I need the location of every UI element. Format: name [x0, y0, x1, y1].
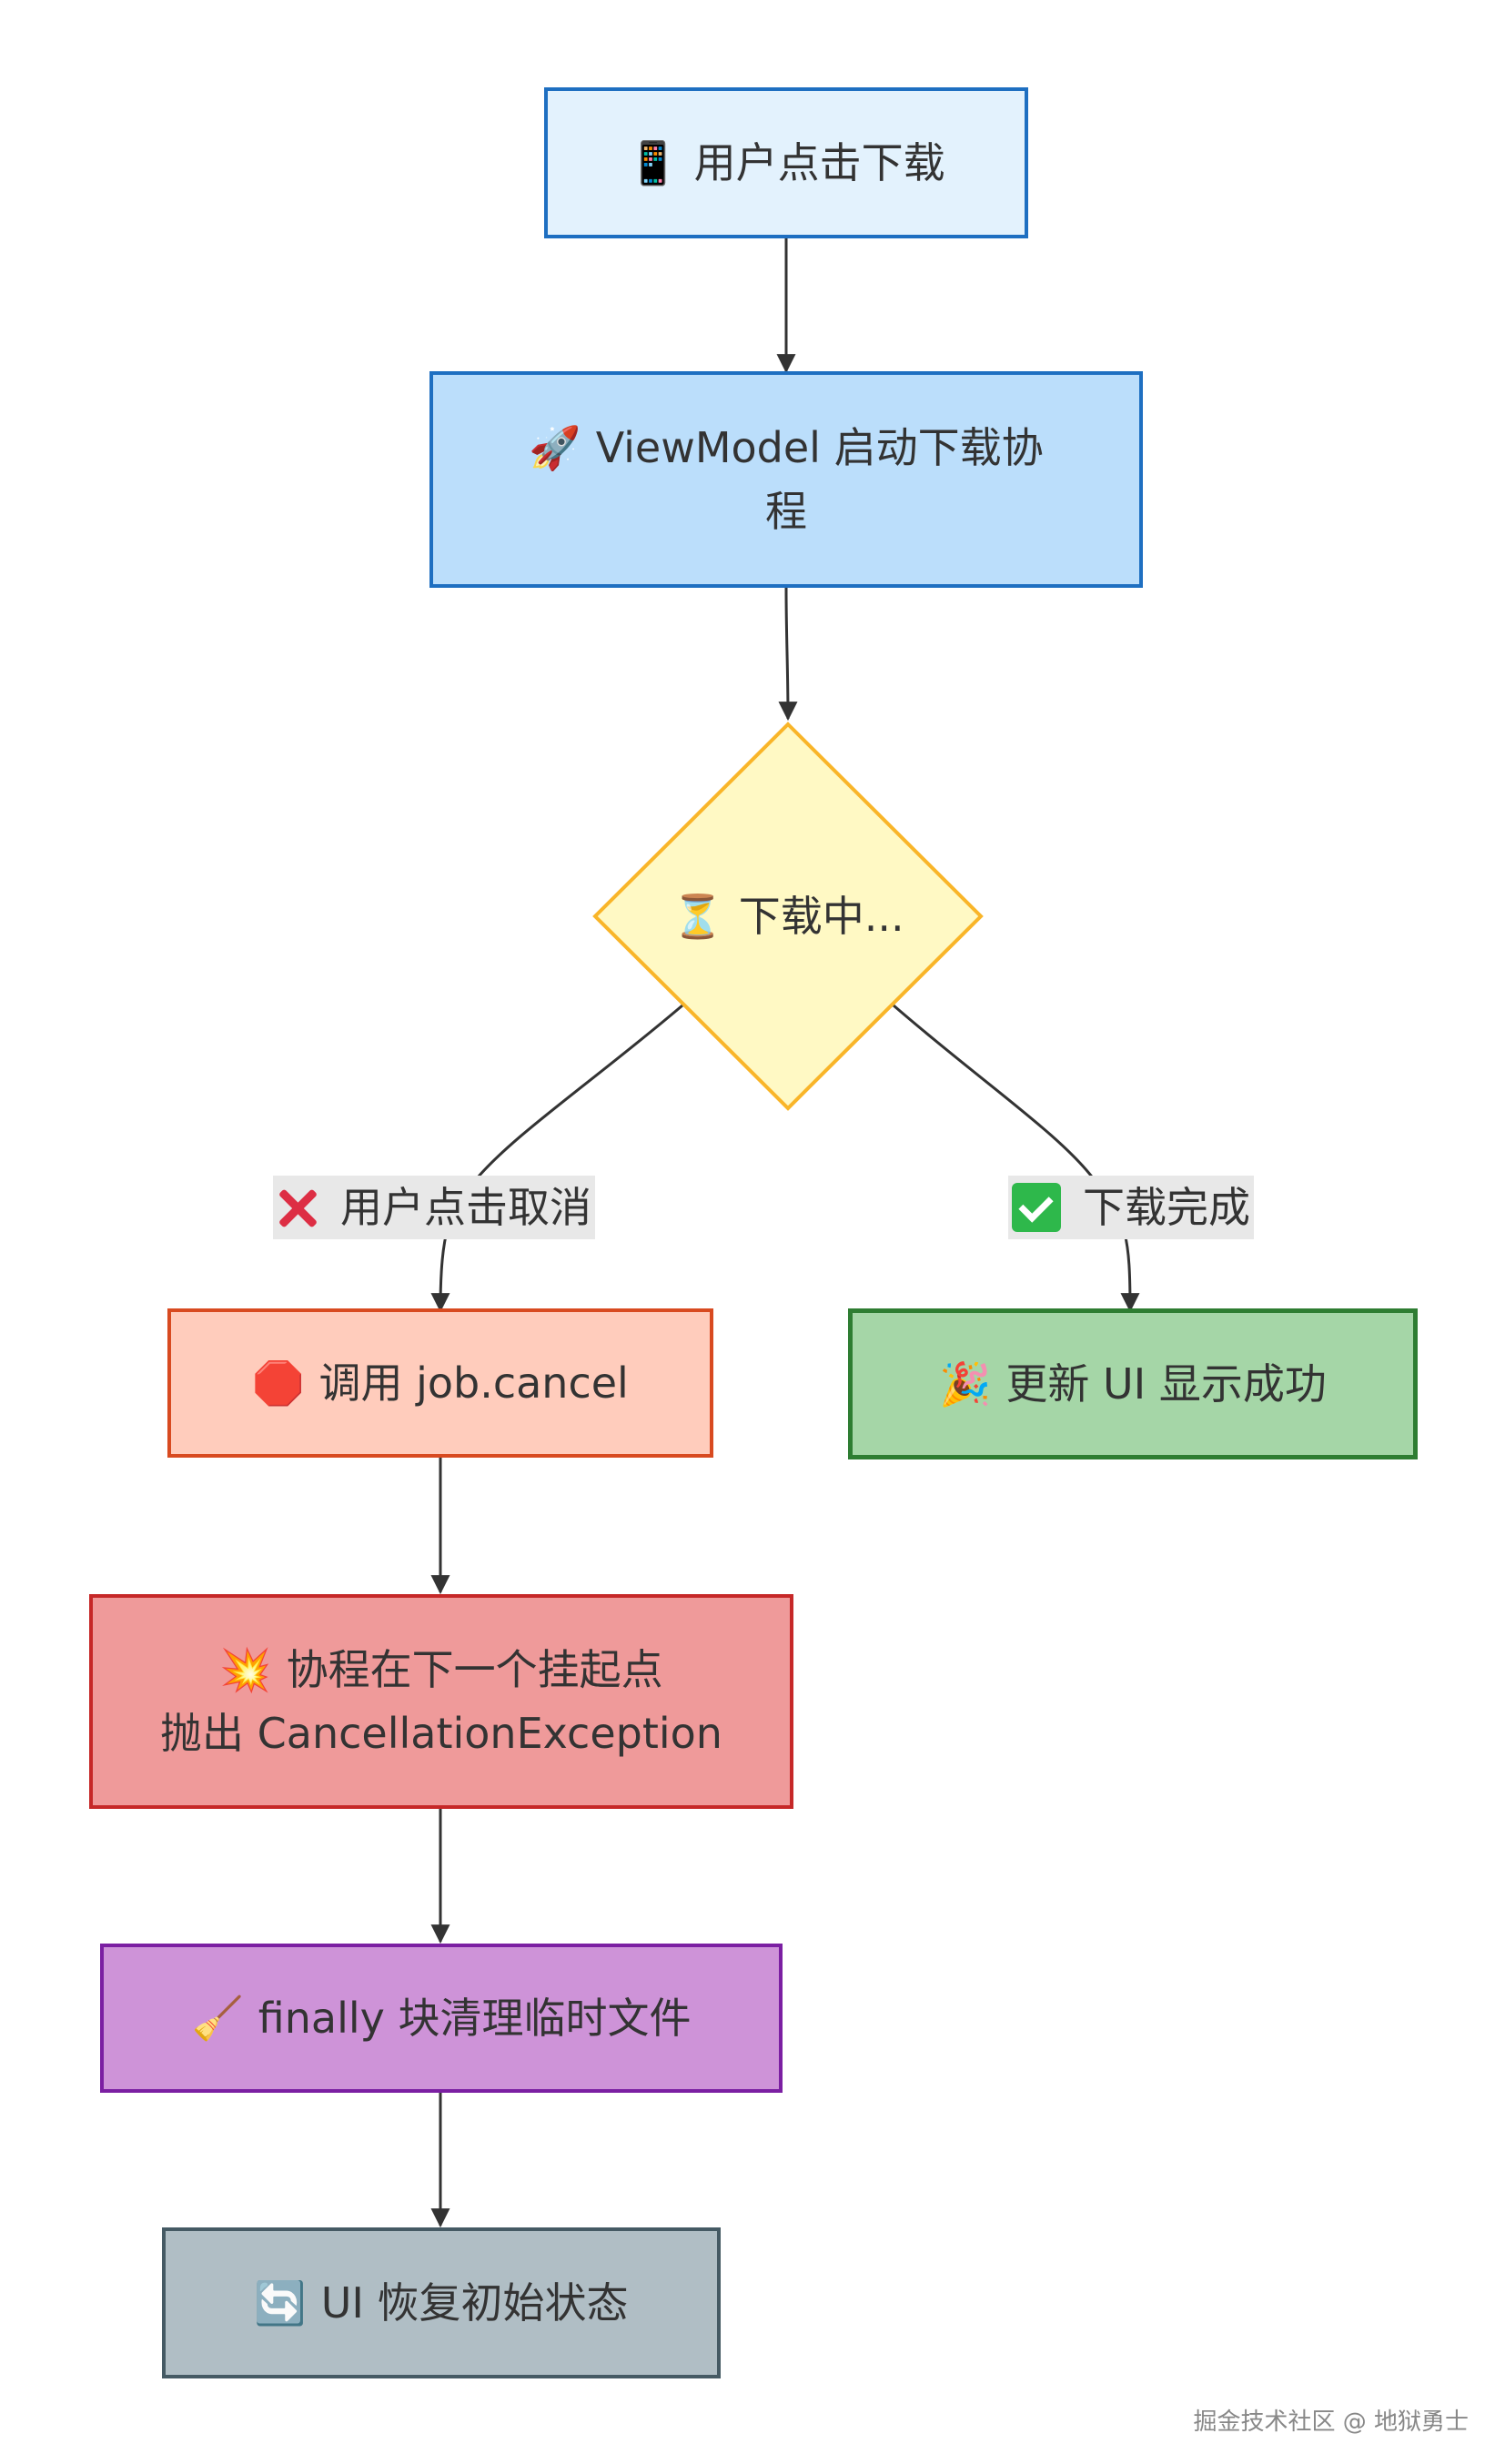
node-label-line2: 抛出 CancellationException: [160, 1709, 722, 1758]
node-label-wrap: 🚀 ViewModel 启动下载协程: [513, 416, 1059, 543]
node-label: 更新 UI 显示成功: [1005, 1359, 1327, 1409]
stop-sign-icon: 🛑: [252, 1358, 305, 1408]
node-label-line1-wrap: 💥 协程在下一个挂起点: [219, 1645, 662, 1694]
cross-mark-icon: [277, 1187, 318, 1228]
edge-label-download-done: 下载完成: [1008, 1176, 1254, 1239]
edge-downloading-to-cancel: [430, 1004, 683, 1313]
mobile-phone-icon: 📱: [627, 138, 680, 187]
collision-icon: 💥: [219, 1645, 272, 1694]
watermark-text: 掘金技术社区 @ 地狱勇士: [1193, 2408, 1469, 2436]
check-mark-icon: [1012, 1183, 1061, 1232]
node-user-click-download: 📱 用户点击下载: [544, 87, 1028, 238]
edge-downloading-to-success: [893, 1004, 1140, 1313]
node-label: 调用 job.cancel: [318, 1358, 629, 1408]
node-label: 用户点击下载: [693, 138, 945, 187]
edge-label-text: 下载完成: [1083, 1183, 1250, 1232]
node-call-job-cancel: 🛑 调用 job.cancel: [167, 1308, 713, 1458]
edge-label-user-cancel: 用户点击取消: [273, 1176, 595, 1239]
node-label: finally 块清理临时文件: [258, 1994, 692, 2043]
rocket-icon: 🚀: [529, 423, 581, 472]
node-label-wrap: 💥 协程在下一个挂起点 抛出 CancellationException: [160, 1638, 722, 1765]
node-label: ViewModel 启动下载协程: [595, 423, 1044, 536]
node-downloading-decision: ⏳ 下载中...: [595, 724, 981, 1108]
hourglass-icon: ⏳: [672, 892, 724, 941]
edge-label-text: 用户点击取消: [340, 1183, 591, 1232]
node-update-ui-success: 🎉 更新 UI 显示成功: [848, 1308, 1418, 1459]
decision-diamond-shape: [592, 722, 984, 1111]
node-finally-cleanup: 🧹 finally 块清理临时文件: [100, 1944, 783, 2093]
node-ui-restore-initial: 🔄 UI 恢复初始状态: [162, 2227, 721, 2378]
node-throw-cancellation-exception: 💥 协程在下一个挂起点 抛出 CancellationException: [89, 1594, 793, 1809]
refresh-arrows-icon: 🔄: [254, 2278, 307, 2328]
node-label-line1: 协程在下一个挂起点: [286, 1645, 663, 1694]
node-viewmodel-start-coroutine: 🚀 ViewModel 启动下载协程: [429, 371, 1143, 588]
broom-icon: 🧹: [191, 1994, 244, 2043]
party-popper-icon: 🎉: [939, 1359, 992, 1409]
node-label: 下载中...: [738, 892, 904, 941]
node-label: UI 恢复初始状态: [320, 2278, 629, 2328]
edge-start-to-downloading: [778, 587, 798, 722]
